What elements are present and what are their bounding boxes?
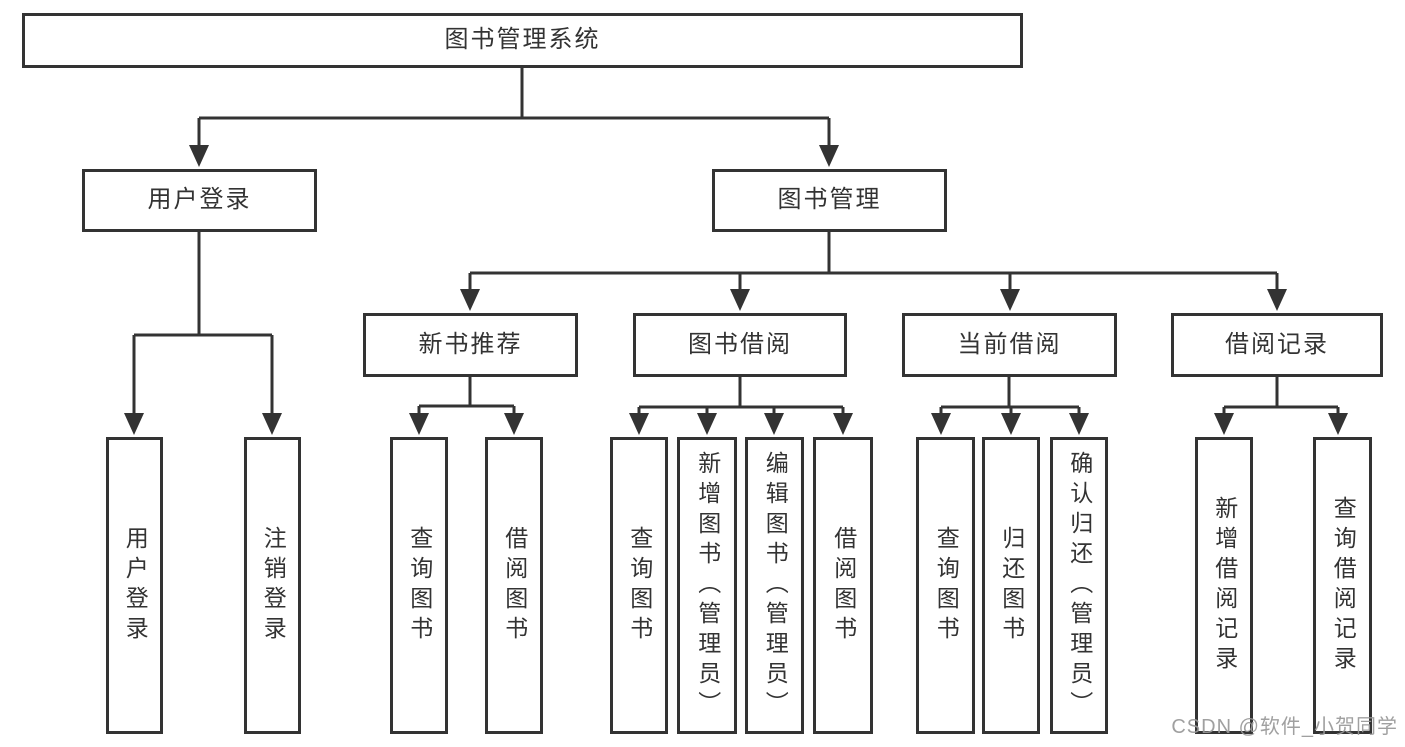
node-user-login: 用户登录 <box>82 169 317 232</box>
node-library-management-system: 图书管理系统 <box>22 13 1023 68</box>
leaf-current-return-books: 归还图书 <box>982 437 1040 734</box>
leaf-current-confirm-return-admin: 确认归还（管理员） <box>1050 437 1108 734</box>
leaf-logout: 注销登录 <box>244 437 301 734</box>
node-book-borrowing: 图书借阅 <box>633 313 847 377</box>
leaf-borrowing-query-books: 查询图书 <box>610 437 668 734</box>
leaf-recommend-query-books: 查询图书 <box>390 437 448 734</box>
leaf-records-add-borrow-record: 新增借阅记录 <box>1195 437 1253 734</box>
node-borrow-records: 借阅记录 <box>1171 313 1383 377</box>
leaf-current-query-books: 查询图书 <box>916 437 975 734</box>
csdn-watermark: CSDN @软件_小贺同学 <box>1171 716 1398 738</box>
leaf-user-login: 用户登录 <box>106 437 163 734</box>
node-book-management: 图书管理 <box>712 169 947 232</box>
leaf-records-query-borrow-record: 查询借阅记录 <box>1313 437 1372 734</box>
leaf-borrowing-add-books-admin: 新增图书（管理员） <box>677 437 737 734</box>
node-new-book-recommend: 新书推荐 <box>363 313 578 377</box>
leaf-borrowing-borrow-books: 借阅图书 <box>813 437 873 734</box>
leaf-borrowing-edit-books-admin: 编辑图书（管理员） <box>745 437 804 734</box>
node-current-borrowing: 当前借阅 <box>902 313 1117 377</box>
leaf-recommend-borrow-books: 借阅图书 <box>485 437 543 734</box>
arrowheads <box>124 145 1348 435</box>
